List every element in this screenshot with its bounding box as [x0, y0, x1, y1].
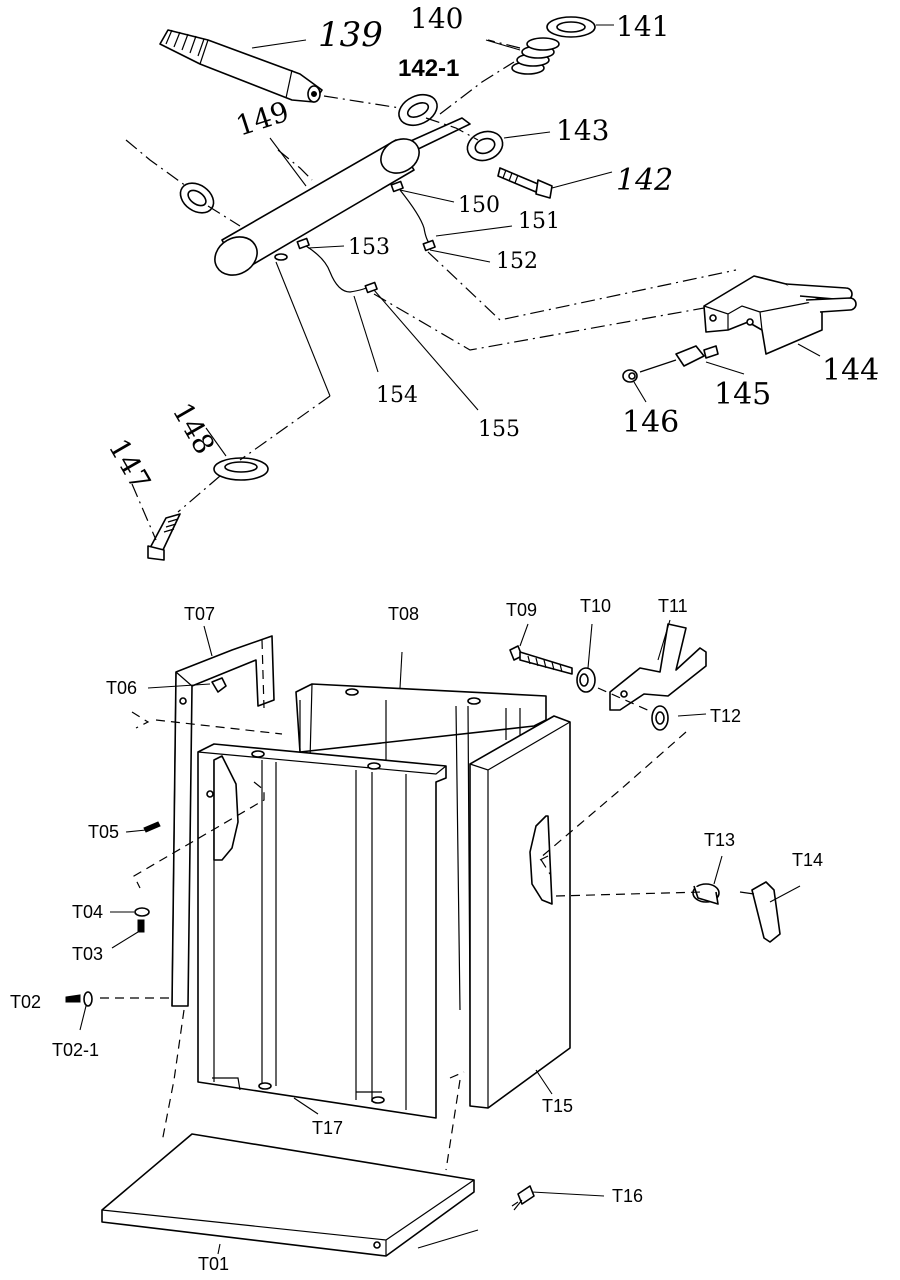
label-140: 140 [410, 2, 463, 35]
label-T09: T09 [506, 600, 537, 620]
part-141-washer [546, 16, 596, 38]
label-T02-1: T02-1 [52, 1040, 99, 1060]
label-T15: T15 [542, 1096, 573, 1116]
label-T17: T17 [312, 1118, 343, 1138]
label-T05: T05 [88, 822, 119, 842]
label-153: 153 [348, 235, 390, 260]
label-141: 141 [616, 10, 669, 43]
label-T13: T13 [704, 830, 735, 850]
label-T12: T12 [710, 706, 741, 726]
stand-hardware [65, 623, 781, 1211]
label-T08: T08 [388, 604, 419, 624]
label-142: 142 [616, 163, 673, 198]
label-T07: T07 [184, 604, 215, 624]
part-143-washer [466, 130, 504, 162]
label-T14: T14 [792, 850, 823, 870]
stand-labels: T07 T08 T09 T10 T11 T06 T12 T05 T13 T14 … [10, 596, 823, 1274]
part-144-bracket [703, 275, 857, 355]
label-T04: T04 [72, 902, 103, 922]
label-150: 150 [458, 193, 500, 218]
label-T16: T16 [612, 1186, 643, 1206]
label-149: 149 [232, 95, 293, 143]
label-146: 146 [622, 405, 679, 440]
washer-left-axis [179, 182, 215, 214]
part-146-nut [622, 369, 638, 383]
label-T01: T01 [198, 1254, 229, 1274]
label-147: 147 [102, 433, 157, 496]
part-T07-side-frame [171, 635, 275, 1007]
upper-center-lines [125, 39, 737, 541]
label-145: 145 [714, 377, 771, 412]
part-T01-base-plate [101, 1133, 475, 1257]
label-144: 144 [822, 353, 879, 388]
washer-on-axis [398, 93, 438, 127]
upper-assembly: 139 140 141 142-1 143 142 149 150 151 15… [102, 2, 879, 561]
label-151: 151 [518, 209, 560, 234]
label-142-1: 142-1 [398, 55, 459, 82]
stand-leader-lines [79, 619, 801, 1255]
part-148-washer [213, 457, 269, 481]
label-143: 143 [556, 114, 609, 147]
part-T17-front-panel [197, 743, 447, 1119]
label-T06: T06 [106, 678, 137, 698]
label-148: 148 [166, 397, 221, 460]
part-149-pivot-tube [214, 138, 420, 276]
stand-dashed-lines [100, 687, 703, 1171]
label-139: 139 [318, 15, 383, 55]
label-155: 155 [478, 417, 520, 442]
part-147-bolt [147, 513, 181, 561]
label-152: 152 [496, 249, 538, 274]
part-145-adjuster [639, 345, 719, 373]
stand-assembly: T07 T08 T09 T10 T11 T06 T12 T05 T13 T14 … [10, 596, 823, 1274]
label-154: 154 [376, 383, 418, 408]
label-T11: T11 [658, 596, 688, 616]
part-139-threaded-shaft [159, 29, 323, 103]
part-140-spring [511, 37, 560, 75]
upper-leader-lines [205, 24, 821, 457]
switch-wire-parts [274, 180, 436, 294]
label-T02: T02 [10, 992, 41, 1012]
label-T03: T03 [72, 944, 103, 964]
part-142-bolt [497, 167, 553, 199]
label-T10: T10 [580, 596, 611, 616]
part-T15-side-panel [469, 715, 571, 1109]
